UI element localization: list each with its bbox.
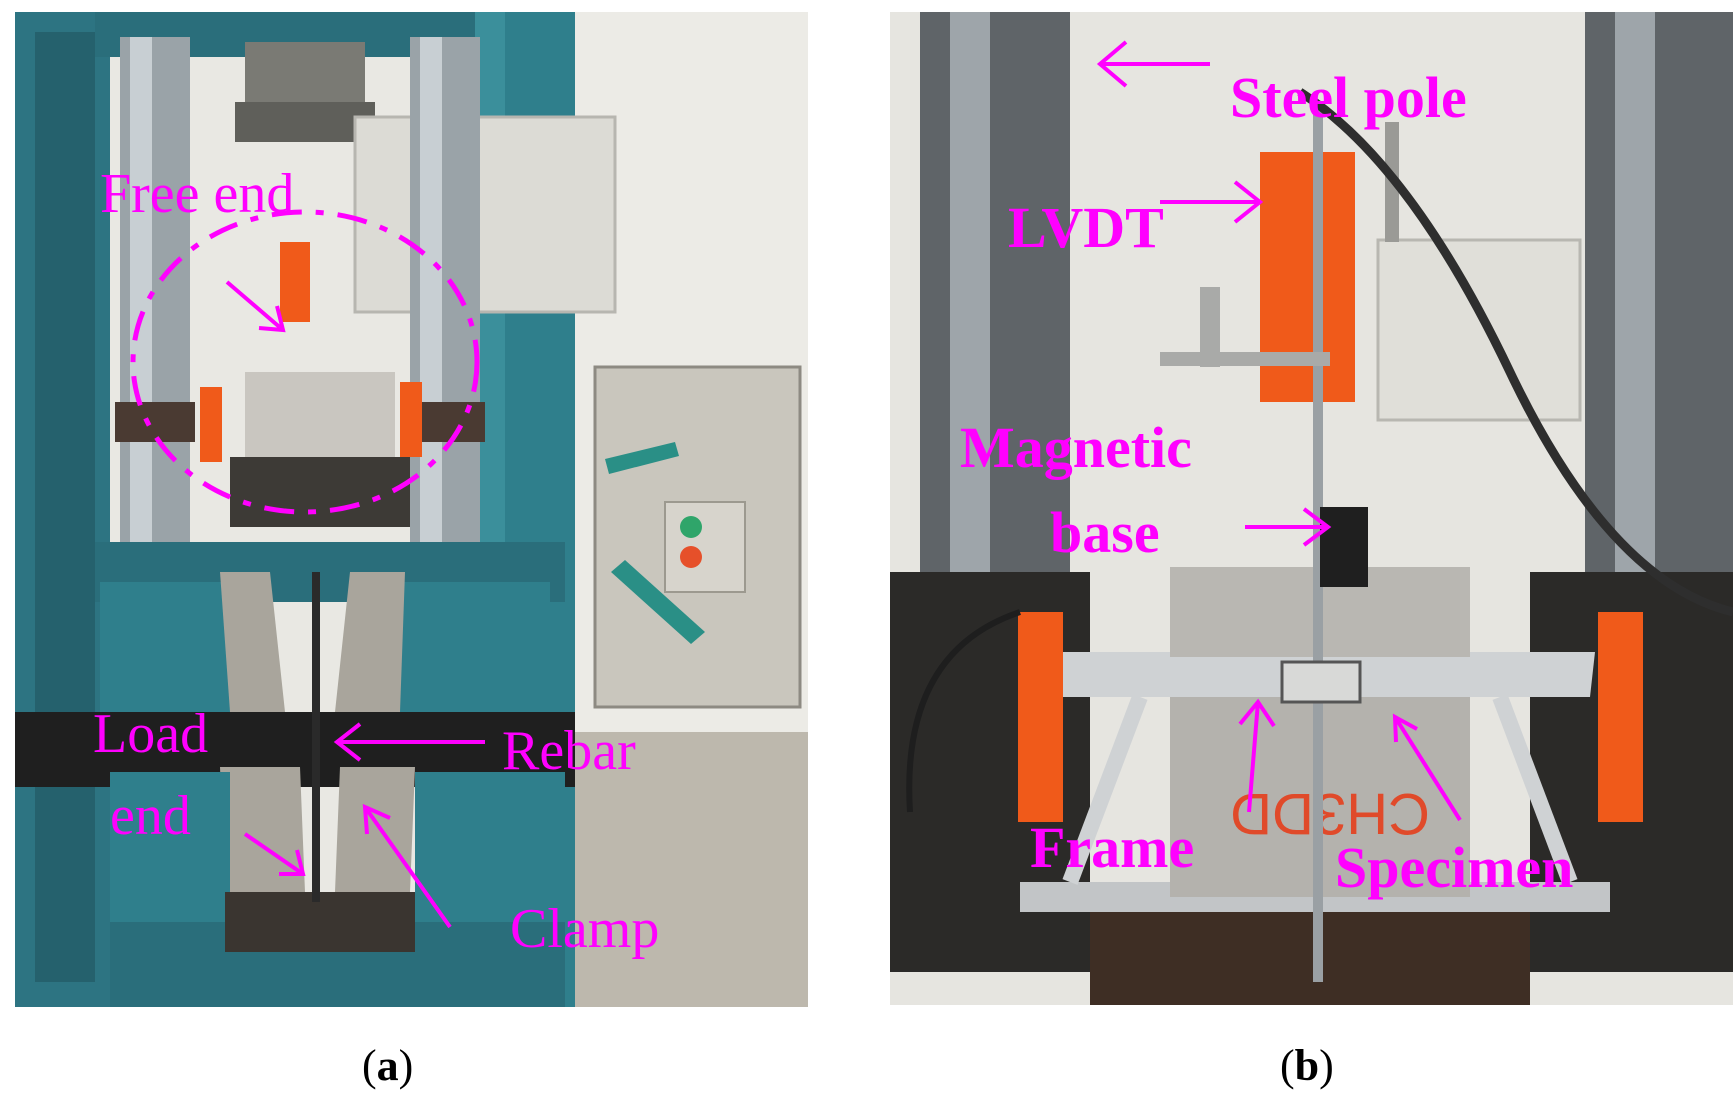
caption-b-letter: b	[1294, 1041, 1320, 1090]
label-base: base	[1050, 500, 1160, 565]
caption-b: (b)	[1280, 1041, 1334, 1090]
label-free-end: Free end	[100, 163, 294, 225]
photo-panel-a: Free end Load end Rebar Clamp	[15, 12, 808, 1007]
free-end-dashed-ellipse	[130, 209, 480, 515]
annotation-arrows	[225, 280, 485, 929]
caption-a-letter: a	[376, 1041, 399, 1090]
label-rebar: Rebar	[502, 720, 636, 782]
panel-b-labels: Steel pole LVDT Magnetic base Frame Spec…	[960, 65, 1573, 900]
caption-a: (a)	[362, 1041, 414, 1090]
label-magnetic: Magnetic	[960, 415, 1192, 480]
panel-a-labels: Free end Load end Rebar Clamp	[93, 163, 659, 960]
label-lvdt: LVDT	[1008, 195, 1164, 260]
label-load: Load	[93, 703, 208, 765]
test-machine-photo-a	[15, 12, 808, 1007]
label-clamp: Clamp	[510, 898, 659, 960]
label-frame: Frame	[1030, 815, 1194, 880]
label-specimen: Specimen	[1335, 835, 1573, 900]
annotation-arrows-b	[1096, 40, 1462, 822]
label-end: end	[110, 785, 191, 847]
label-steel-pole: Steel pole	[1230, 65, 1467, 130]
photo-panel-b: CH3DD Steel pole LV	[890, 12, 1733, 1005]
test-setup-photo-b: CH3DD	[890, 12, 1733, 1005]
specimen-marking: CH3DD	[1230, 781, 1430, 846]
